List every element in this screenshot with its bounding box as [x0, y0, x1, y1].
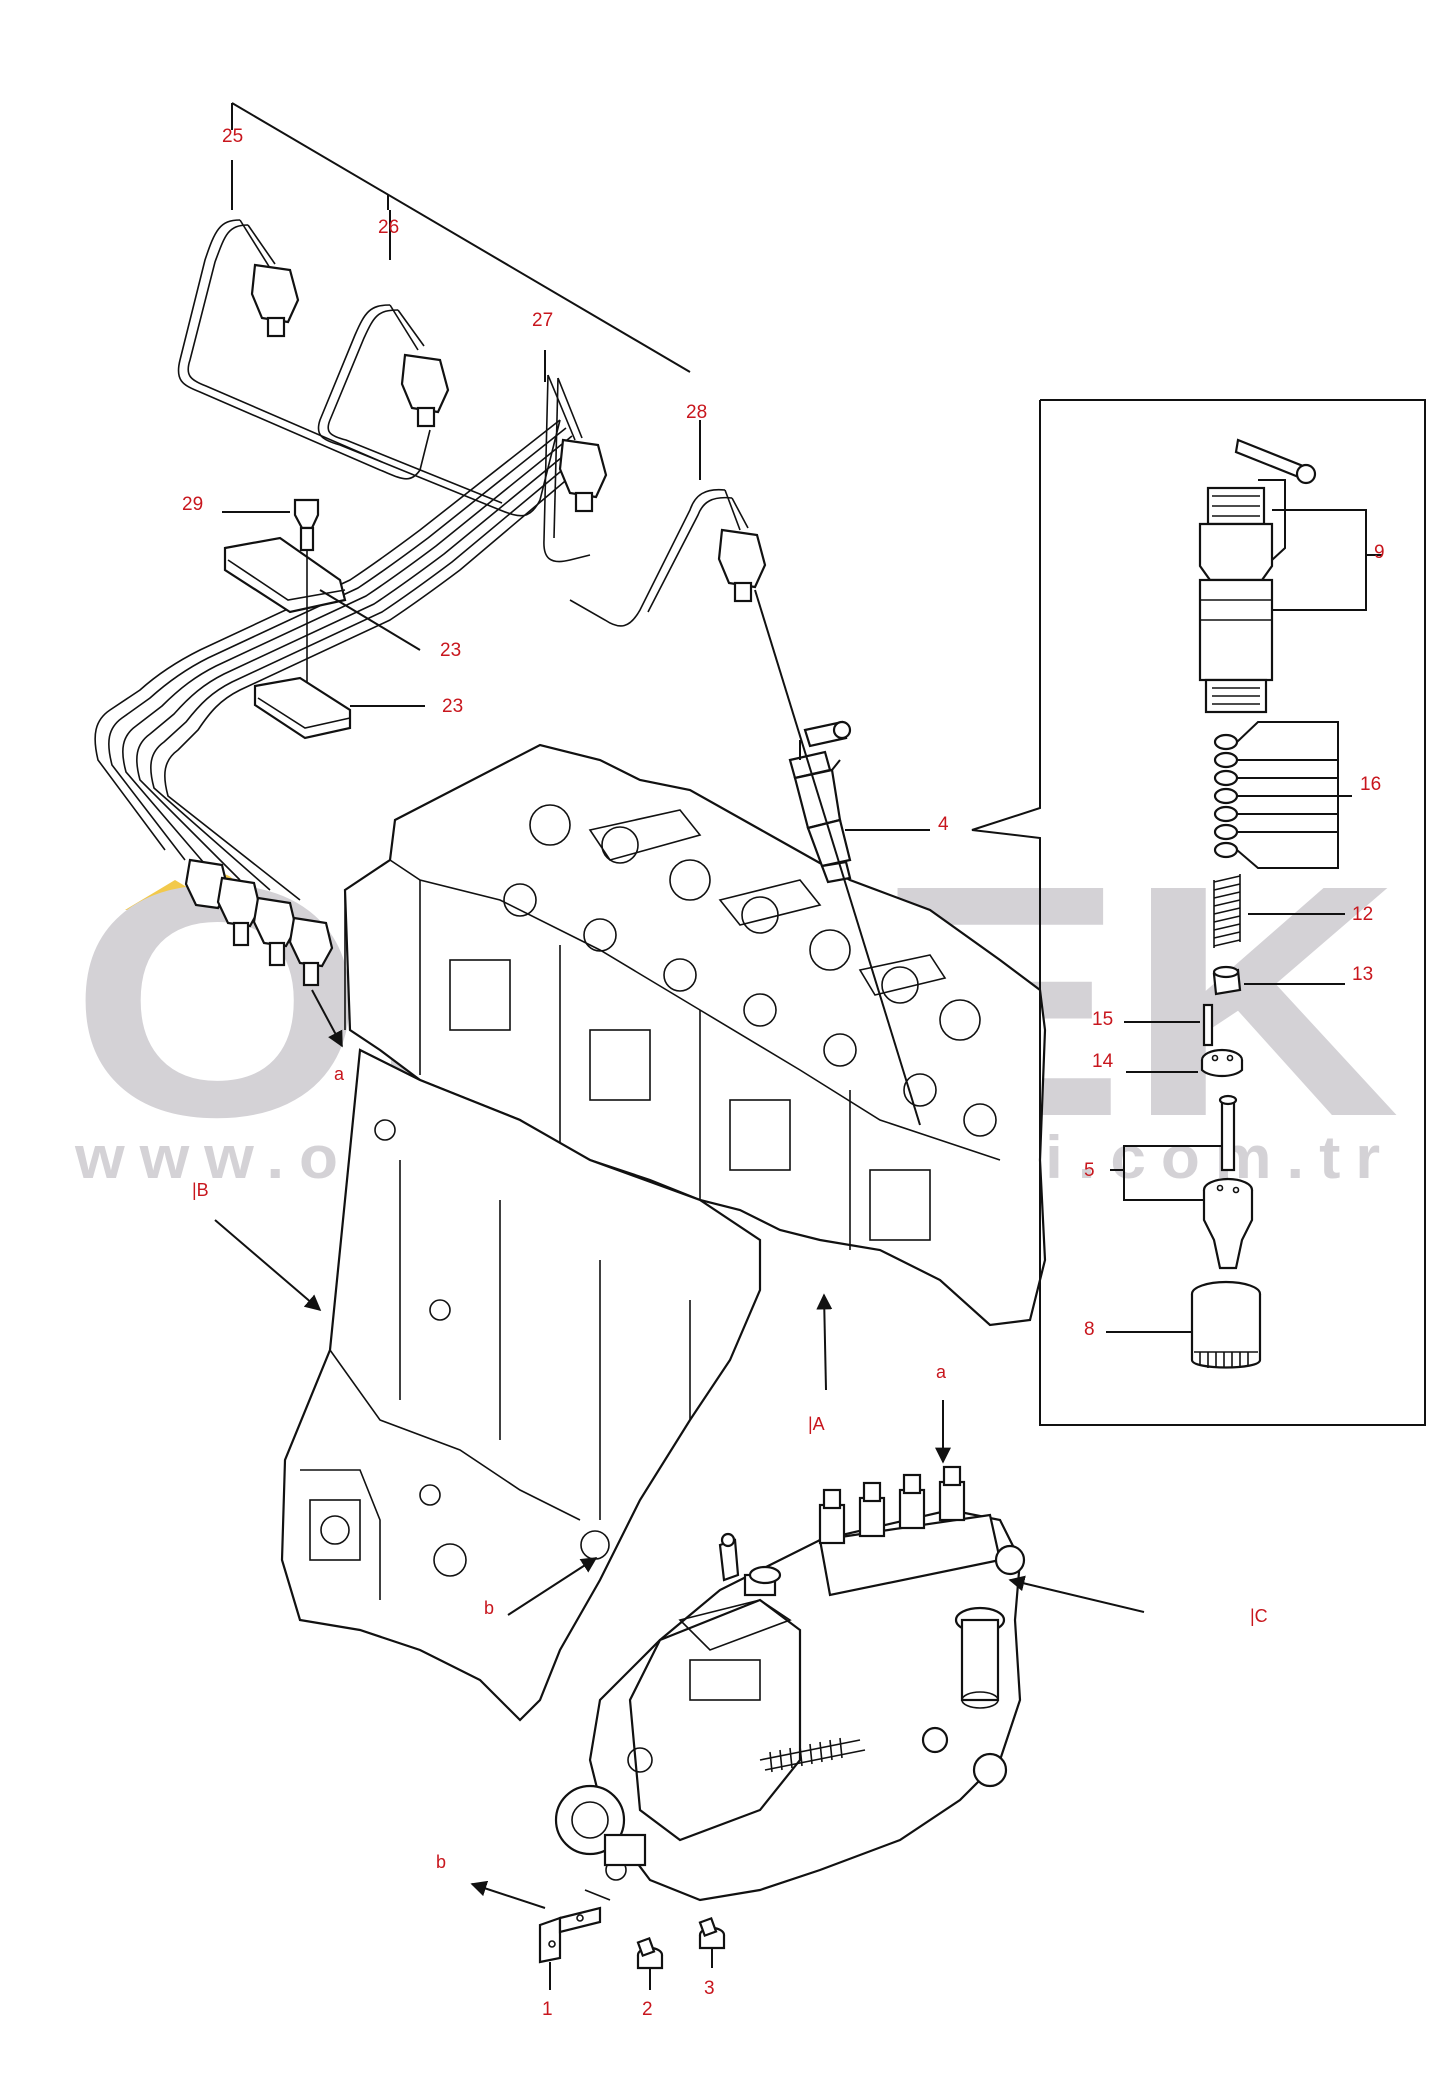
- callout-4: 4: [938, 814, 949, 835]
- ref-C: |C: [1250, 1606, 1268, 1626]
- pin-15: [1124, 1003, 1214, 1047]
- callout-labels: 25 26 27 28 29 23 23 4 9 16 12 13 15 14 …: [182, 126, 1385, 2020]
- callout-16: 16: [1360, 774, 1381, 795]
- plate-14: [1126, 1048, 1244, 1078]
- injector-on-head: [754, 589, 930, 1126]
- pipe-clamp-assembly: [222, 498, 425, 740]
- shims-16: [1213, 721, 1352, 869]
- ref-a-pump: a: [936, 1362, 947, 1382]
- reference-arrows: [214, 989, 1145, 1909]
- callout-29: 29: [182, 494, 203, 515]
- spring-12: [1213, 874, 1345, 948]
- retaining-nut-8: [1106, 1280, 1262, 1369]
- injection-pipes: [94, 102, 767, 987]
- callout-12: 12: [1352, 904, 1373, 925]
- ref-A: |A: [808, 1414, 825, 1434]
- pipe-nut-26: [400, 353, 450, 428]
- injector-body-9: [1198, 438, 1382, 714]
- callout-1: 1: [542, 1999, 553, 2020]
- callout-23-upper: 23: [440, 640, 461, 661]
- callout-25: 25: [222, 126, 243, 147]
- injector-detail-box: [971, 399, 1426, 1426]
- pipe-nut-28: [717, 528, 767, 603]
- callout-3: 3: [704, 1978, 715, 1999]
- nozzle-5: [1110, 1094, 1254, 1270]
- callout-5: 5: [1084, 1160, 1095, 1181]
- pipe-nut-27: [558, 438, 608, 513]
- callout-8: 8: [1084, 1319, 1095, 1340]
- callout-27: 27: [532, 310, 553, 331]
- bolt-2: [636, 1936, 664, 1970]
- ref-b-bracket: b: [436, 1852, 446, 1872]
- callout-28: 28: [686, 402, 707, 423]
- spring-seat-13: [1212, 965, 1345, 996]
- callout-2: 2: [642, 1999, 653, 2020]
- ref-b-block: b: [484, 1598, 494, 1618]
- callout-9: 9: [1374, 542, 1385, 563]
- callout-26: 26: [378, 217, 399, 238]
- callout-14: 14: [1092, 1051, 1114, 1072]
- callout-13: 13: [1352, 964, 1373, 985]
- cylinder-head-block: [280, 743, 1047, 1722]
- injection-pump: [538, 1465, 1026, 1990]
- delivery-valves: [818, 1465, 966, 1545]
- bolt-3: [698, 1916, 726, 1950]
- ref-B: |B: [192, 1180, 209, 1200]
- callout-23-lower: 23: [442, 696, 463, 717]
- ref-a-pipes: a: [334, 1064, 345, 1084]
- pipe-nut-25: [250, 263, 300, 338]
- callout-15: 15: [1092, 1009, 1113, 1030]
- reference-labels: a a b b |A |B |C: [192, 1064, 1268, 1872]
- pipe-lower-fittings: [184, 858, 334, 987]
